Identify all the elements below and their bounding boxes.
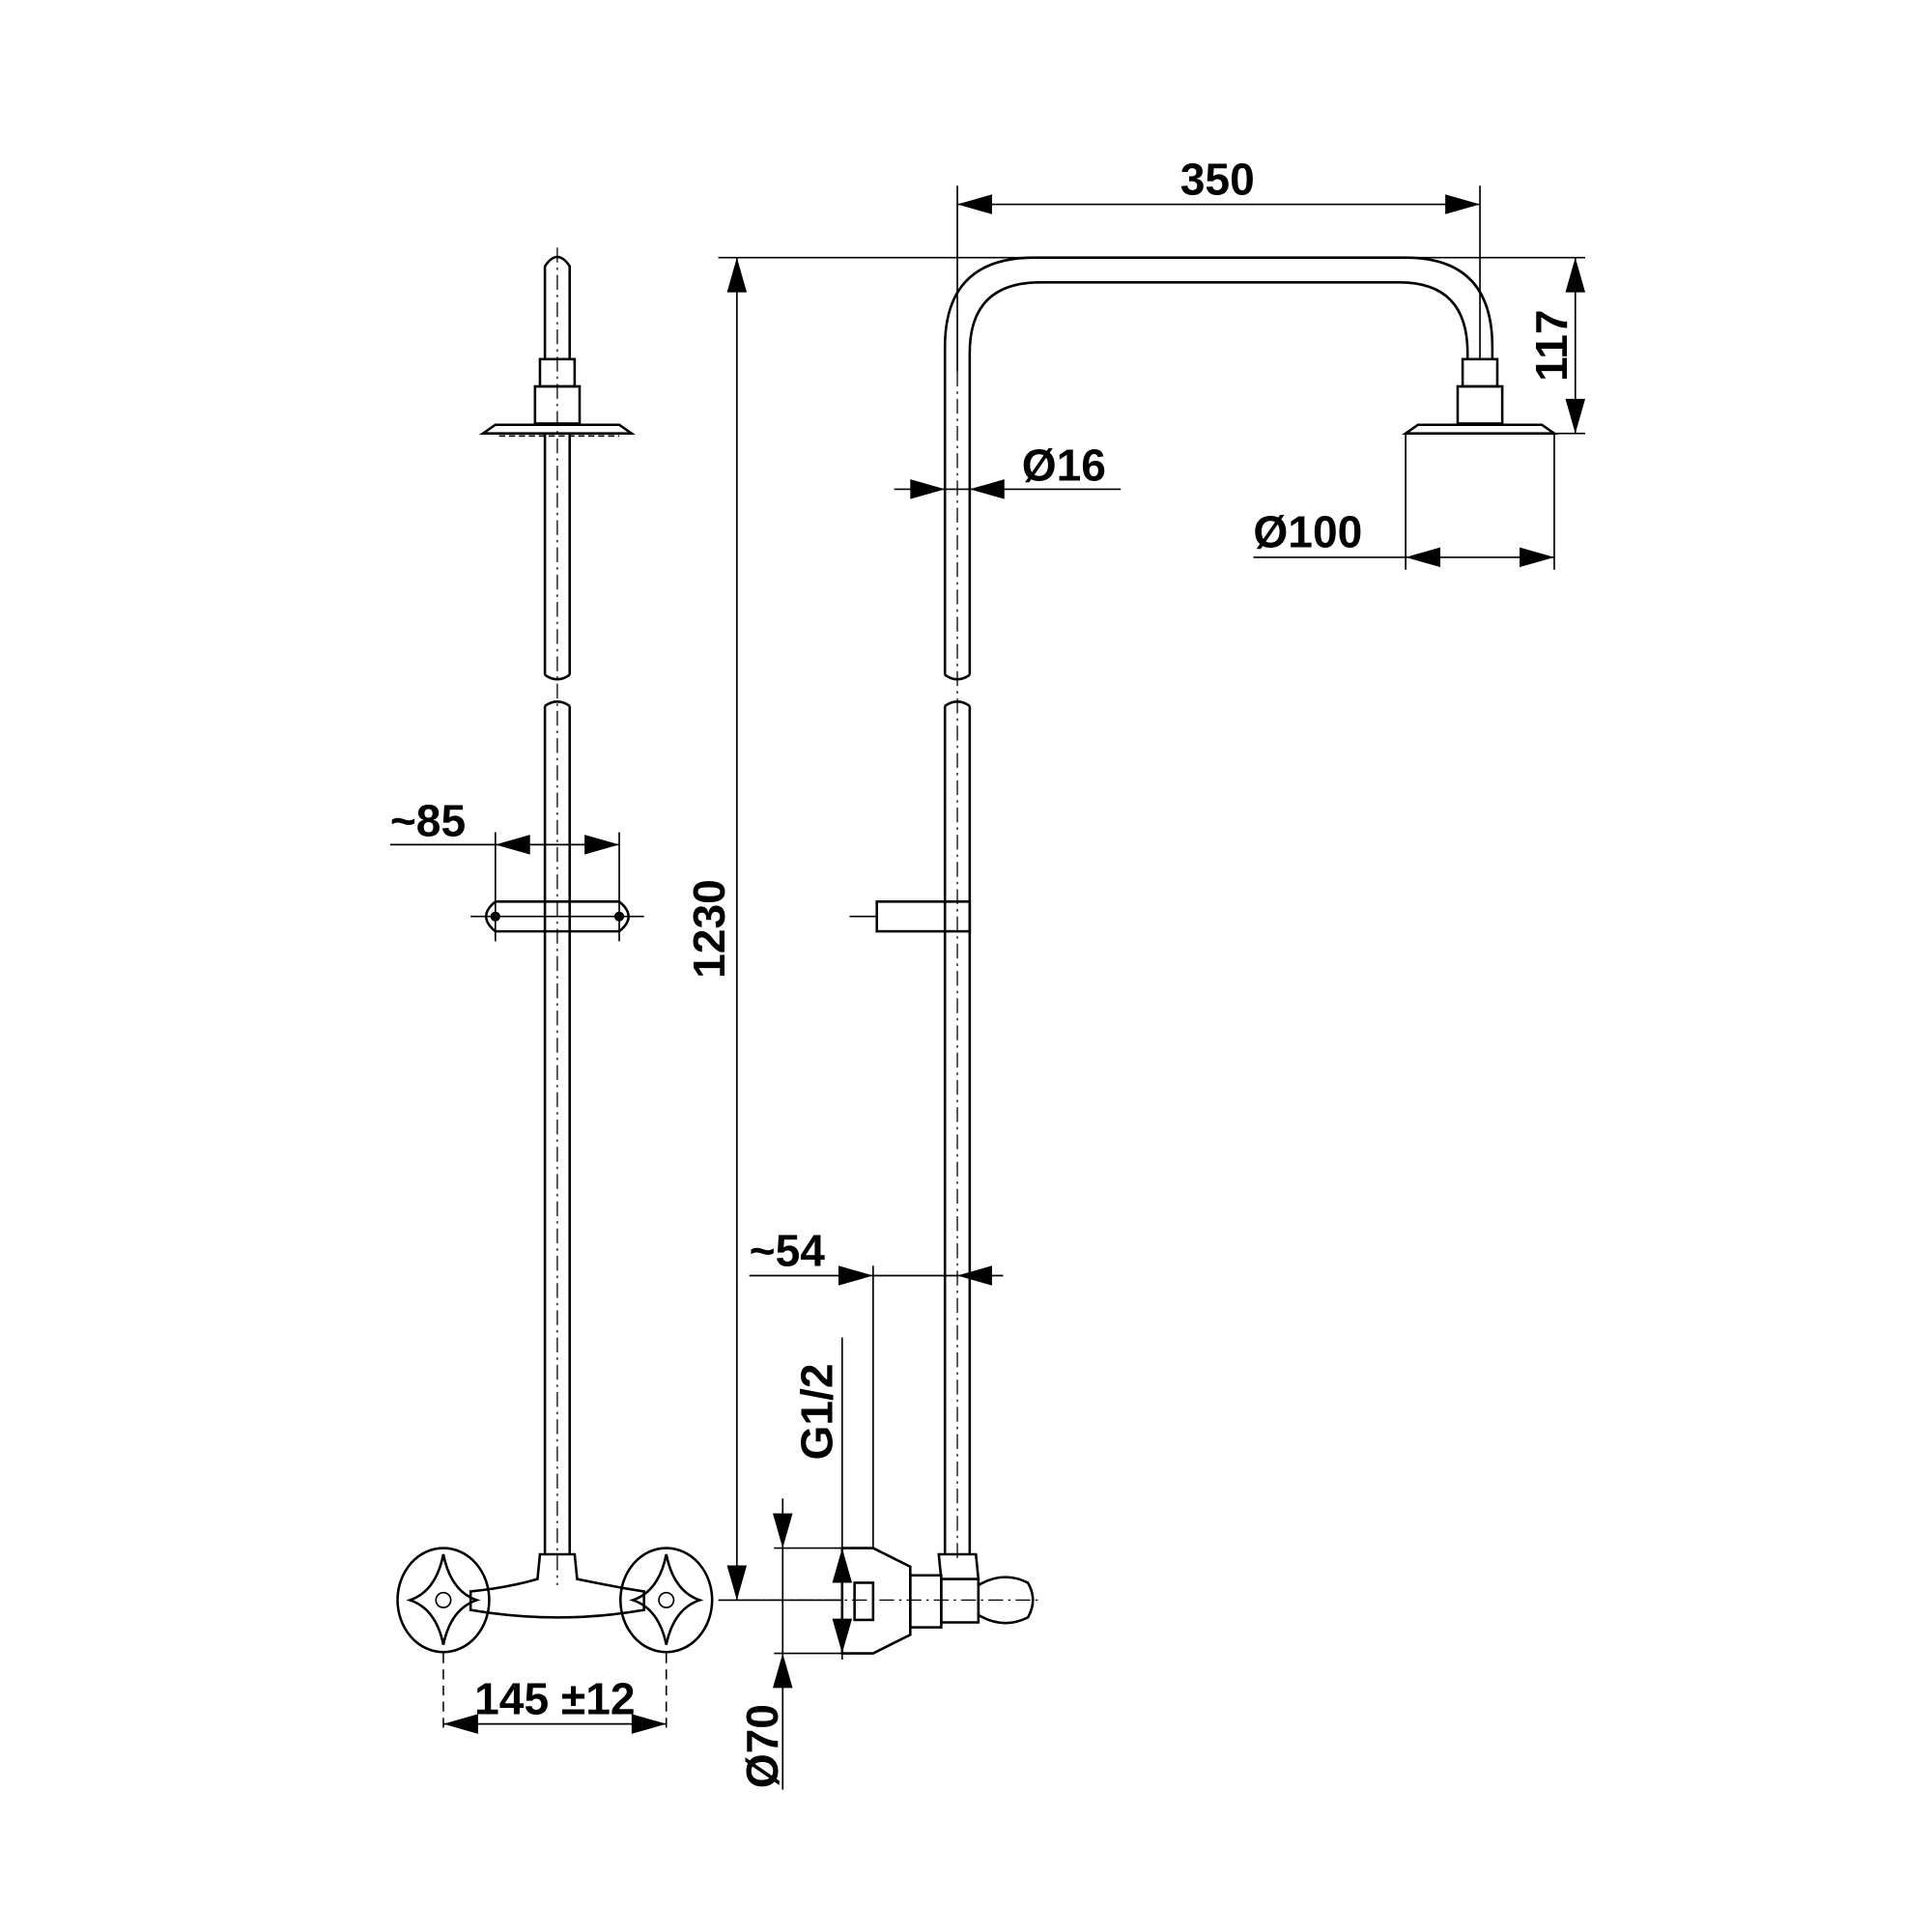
front-shower-head [478, 423, 636, 436]
dim-head-drop: 117 [1526, 309, 1577, 381]
dim-head-diameter: Ø100 [1253, 507, 1362, 557]
right-cross-handle [629, 1553, 704, 1645]
front-pipe-lower [543, 705, 572, 1554]
front-right-wheel [619, 1547, 714, 1654]
dim-centers: 145 ±12 [474, 1673, 635, 1723]
dimensions: 350 1230 117 Ø16 Ø100 ~85 ~54 G1/2 [389, 154, 1586, 1790]
side-pipe-lower [943, 705, 972, 1554]
dim-pipe-diameter: Ø16 [1022, 440, 1106, 490]
side-nut [1461, 357, 1499, 388]
dim-thread: G1/2 [792, 1364, 842, 1461]
side-handle [977, 1576, 1035, 1625]
dim-arm-length: 350 [1180, 154, 1255, 204]
dim-wall-offset: ~54 [750, 1225, 826, 1275]
front-left-wheel [396, 1547, 491, 1654]
front-pipe-upper [543, 433, 572, 675]
left-cross-handle [406, 1553, 481, 1645]
side-slide-holder [875, 900, 972, 933]
dim-holder-width: ~85 [390, 795, 466, 845]
front-mixer-body [469, 1552, 645, 1619]
side-shower-head [1402, 423, 1559, 436]
side-view [743, 256, 1559, 1655]
side-arm-inner [968, 281, 1469, 675]
dim-total-height: 1230 [684, 879, 734, 979]
front-view [396, 247, 714, 1728]
dim-escutcheon-diameter: Ø70 [737, 1704, 787, 1788]
